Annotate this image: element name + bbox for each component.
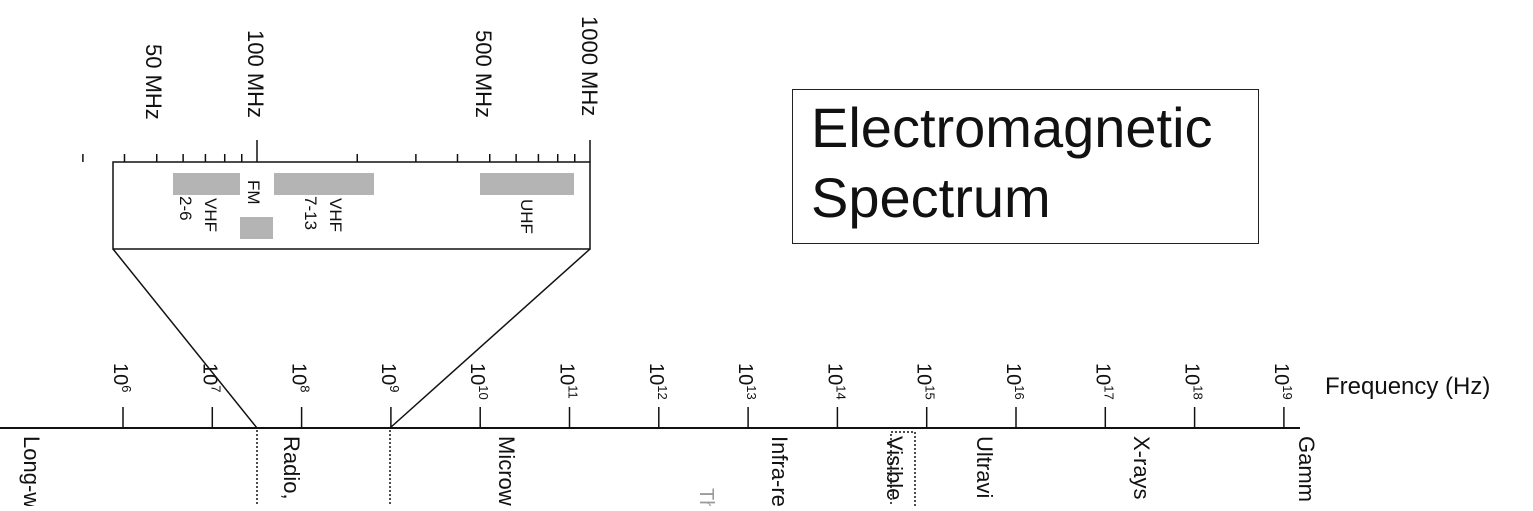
main-tick-label-1e14: 1014 — [823, 363, 848, 400]
main-axis-tick-labels: 106 107 108 109 1010 1011 1012 1013 1014 1015 1016… — [109, 363, 1295, 400]
faint-text: Th — [695, 488, 717, 506]
band-label-6: X-rays — [1129, 436, 1154, 500]
band-labels: Long-w Radio, Microw Infra-re Visible Ultravi… — [19, 436, 1319, 508]
inset-tick-label-1000mhz: 1000 MHz — [577, 16, 602, 116]
title-line-2: Spectrum — [811, 166, 1051, 229]
main-tick-label-1e12: 1012 — [645, 363, 670, 400]
frequency-axis-label: Frequency (Hz) — [1325, 373, 1490, 400]
main-tick-label-1e11: 1011 — [556, 363, 581, 399]
band-label-7: Gamm — [1294, 436, 1319, 502]
inset-bar-vhf-7-13 — [274, 173, 374, 195]
main-tick-label-1e13: 1013 — [734, 363, 759, 400]
zoom-connector-left — [112, 248, 258, 429]
main-axis-ticks — [122, 407, 1285, 428]
inset-tick-label-50mhz: 50 MHz — [141, 44, 166, 120]
band-label-4: Visible — [882, 436, 907, 500]
zoom-connector-right — [389, 248, 591, 429]
inset-label-uhf: UHF — [517, 199, 536, 234]
main-tick-label-1e8: 108 — [288, 363, 313, 392]
inset-bar-uhf — [480, 173, 574, 195]
main-tick-label-1e10: 1010 — [466, 363, 491, 400]
inset-label-vhf-a: VHF — [201, 198, 220, 232]
main-tick-label-1e19: 1019 — [1270, 363, 1295, 400]
inset-tick-label-100mhz: 100 MHz — [243, 30, 268, 118]
band-label-2: Microw — [494, 436, 519, 506]
inset-bar-vhf-2-6 — [173, 173, 240, 195]
inset-label-2-6: 2-6 — [176, 196, 195, 221]
title-box: Electromagnetic Spectrum — [792, 89, 1259, 244]
inset-label-7-13: 7-13 — [301, 196, 320, 230]
band-label-0: Long-w — [19, 436, 44, 506]
main-tick-label-1e6: 106 — [109, 363, 134, 392]
inset-label-fm: FM — [244, 180, 263, 205]
inset-label-vhf-b: VHF — [326, 198, 345, 232]
main-tick-label-1e18: 1018 — [1181, 363, 1206, 400]
main-tick-label-1e15: 1015 — [913, 363, 938, 400]
inset-bar-fm — [240, 217, 273, 239]
main-tick-label-1e9: 109 — [377, 363, 402, 392]
band-label-3: Infra-re — [767, 436, 792, 506]
main-tick-label-1e16: 1016 — [1002, 363, 1027, 400]
band-label-5: Ultravi — [972, 436, 997, 498]
visible-band-box — [890, 431, 916, 511]
band-label-1: Radio, — [279, 436, 304, 500]
inset-tick-label-500mhz: 500 MHz — [471, 30, 496, 118]
main-tick-label-1e17: 1017 — [1091, 363, 1116, 400]
inset-ticks — [82, 140, 591, 162]
title-line-1: Electromagnetic — [811, 96, 1213, 159]
main-tick-label-1e7: 107 — [198, 363, 223, 392]
